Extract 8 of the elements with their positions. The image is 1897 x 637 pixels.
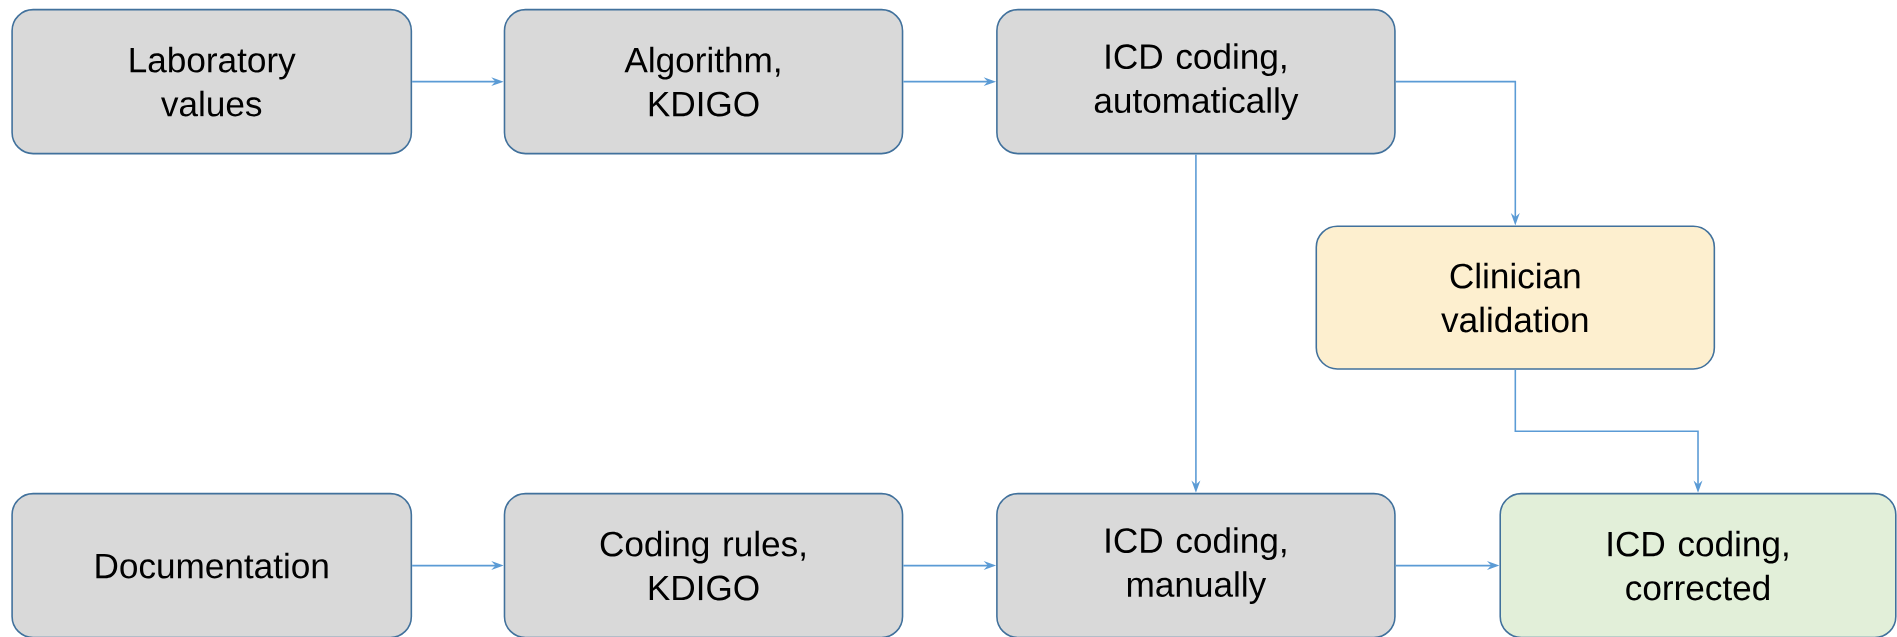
process-box: ICD coding, corrected (1499, 492, 1897, 637)
process-box: Documentation (11, 492, 413, 637)
process-box: Coding rules, KDIGO (503, 492, 904, 637)
process-box: Laboratory values (11, 8, 413, 155)
process-box: Algorithm, KDIGO (503, 8, 904, 155)
process-box: ICD coding, automatically (996, 8, 1396, 155)
process-box: ICD coding, manually (996, 492, 1396, 637)
process-box: Clinician validation (1315, 225, 1716, 370)
